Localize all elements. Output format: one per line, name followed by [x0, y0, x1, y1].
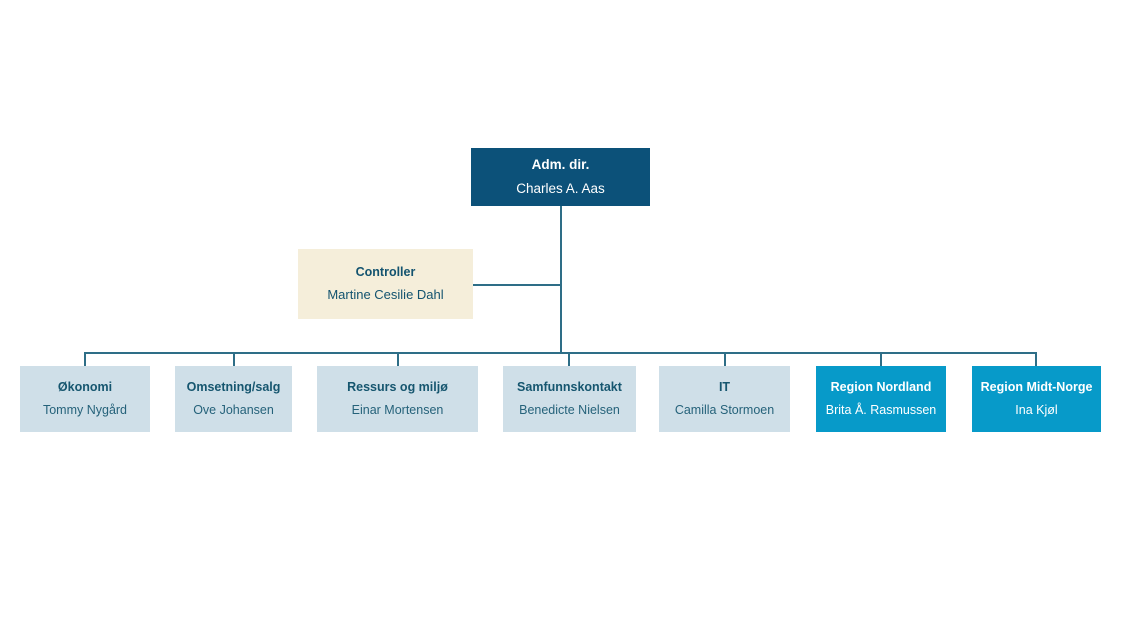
node-title: Ressurs og miljø [347, 379, 448, 394]
node-region-midt-norge[interactable]: Region Midt-Norge Ina Kjøl [972, 366, 1101, 432]
node-title: Region Nordland [830, 379, 932, 394]
node-title: Omsetning/salg [186, 379, 281, 394]
node-omsetning-salg[interactable]: Omsetning/salg Ove Johansen [175, 366, 292, 432]
node-person: Charles A. Aas [516, 180, 605, 196]
node-okonomi[interactable]: Økonomi Tommy Nygård [20, 366, 150, 432]
node-title: Samfunnskontakt [517, 379, 622, 394]
connector-drop-7 [1035, 352, 1037, 367]
node-person: Tommy Nygård [42, 402, 128, 417]
connector-drop-2 [233, 352, 235, 367]
node-region-nordland[interactable]: Region Nordland Brita Å. Rasmussen [816, 366, 946, 432]
node-title: Adm. dir. [531, 156, 590, 172]
connector-unit-bus [85, 352, 1037, 354]
node-samfunnskontakt[interactable]: Samfunnskontakt Benedicte Nielsen [503, 366, 636, 432]
connector-root-trunk [560, 206, 562, 353]
node-title: IT [718, 379, 731, 394]
node-ressurs-og-miljo[interactable]: Ressurs og miljø Einar Mortensen [317, 366, 478, 432]
node-adm-dir[interactable]: Adm. dir. Charles A. Aas [471, 148, 650, 206]
node-person: Camilla Stormoen [674, 402, 775, 417]
node-person: Benedicte Nielsen [519, 402, 620, 417]
node-title: Controller [355, 264, 416, 279]
node-person: Ove Johansen [193, 402, 274, 417]
connector-staff-branch [472, 284, 561, 286]
connector-drop-4 [568, 352, 570, 367]
connector-drop-3 [397, 352, 399, 367]
connector-drop-1 [84, 352, 86, 367]
node-it[interactable]: IT Camilla Stormoen [659, 366, 790, 432]
connector-drop-6 [880, 352, 882, 367]
node-person: Einar Mortensen [351, 402, 444, 417]
node-person: Martine Cesilie Dahl [327, 287, 444, 303]
node-person: Ina Kjøl [1015, 402, 1058, 417]
node-person: Brita Å. Rasmussen [825, 402, 937, 417]
node-controller[interactable]: Controller Martine Cesilie Dahl [298, 249, 473, 319]
connector-drop-5 [724, 352, 726, 367]
node-title: Økonomi [57, 379, 113, 394]
node-title: Region Midt-Norge [980, 379, 1093, 394]
